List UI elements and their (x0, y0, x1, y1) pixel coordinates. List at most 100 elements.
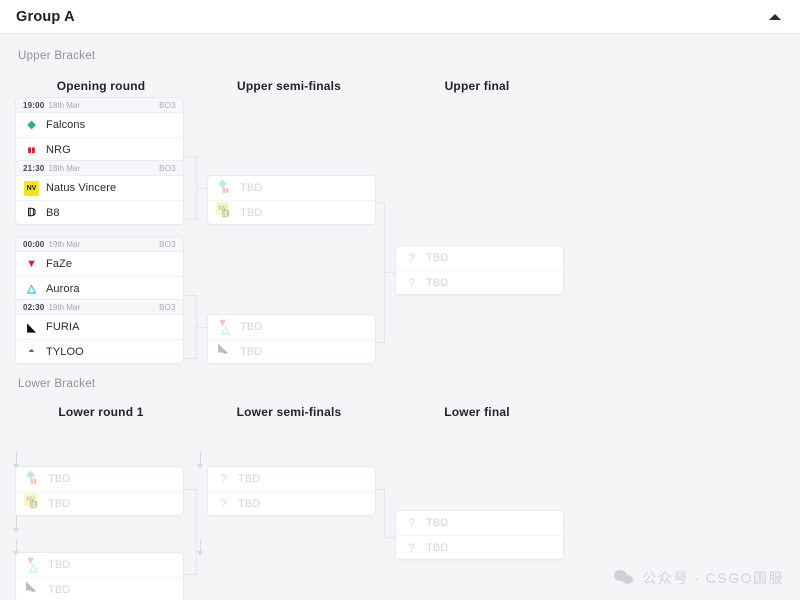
round-label-opening: Opening round (56, 79, 146, 93)
connector (384, 272, 396, 273)
team-row[interactable]: ❖ Falcons (16, 113, 183, 137)
team-name: Aurora (46, 282, 80, 295)
match-meta: 00:00 19th Mar BO3 (16, 237, 183, 252)
connector (183, 156, 197, 157)
team-row[interactable]: ? TBD (208, 467, 375, 491)
group-header: Group A (0, 0, 800, 34)
match-format: BO3 (159, 302, 176, 312)
falcons-nrg-logos: ❖ ▮▮ (24, 469, 41, 488)
match-card[interactable]: ▼ △ TBD ◣ ◓ TBD (208, 315, 375, 363)
team-name: TBD (238, 497, 261, 510)
faze-logo: ▼ (26, 258, 37, 270)
team-row[interactable]: ? TBD (208, 491, 375, 515)
team-row[interactable]: ◓ TYLOO (16, 339, 183, 363)
team-row[interactable]: ◣ ◓ TBD (208, 339, 375, 363)
wechat-icon (614, 570, 634, 586)
question-mark-icon: ? (220, 496, 227, 511)
team-name: TBD (240, 206, 263, 219)
faze-logo: ▼ (217, 317, 228, 329)
match-card[interactable]: 21:30 18th Mar BO3 NV Natus Vincere 𝔻 B8 (16, 161, 183, 224)
match-date: 19th Mar (48, 302, 81, 312)
team-row[interactable]: ❖ ▮▮ TBD (16, 467, 183, 491)
faze-aurora-logos: ▼ △ (216, 317, 233, 336)
team-row[interactable]: ◣ ◓ TBD (16, 577, 183, 600)
connector (384, 537, 396, 538)
connector (371, 489, 385, 490)
team-name: FaZe (46, 258, 73, 270)
connector (384, 489, 385, 537)
team-name: TBD (48, 473, 71, 485)
team-name: NRG (46, 143, 71, 156)
match-card[interactable]: ❖ ▮▮ TBD NV 𝔻 TBD (16, 467, 183, 515)
team-row[interactable]: ▼ △ TBD (208, 315, 375, 339)
team-name: TBD (240, 182, 263, 194)
team-name: TYLOO (46, 345, 84, 358)
match-card[interactable]: 00:00 19th Mar BO3 ▼ FaZe △ Aurora (16, 237, 183, 300)
match-meta: 21:30 18th Mar BO3 (16, 161, 183, 176)
drop-arrow-icon (12, 452, 21, 470)
b8-logo: 𝔻 (29, 500, 38, 511)
team-row[interactable]: ❖ ▮▮ TBD (208, 176, 375, 200)
navi-b8-logos: NV 𝔻 (216, 202, 233, 221)
nrg-logo: ▮▮ (222, 187, 229, 194)
navi-logo: NV (24, 493, 37, 506)
furia-logo: ◣ (218, 342, 227, 354)
collapse-button[interactable] (764, 6, 786, 28)
match-card[interactable]: 02:30 19th Mar BO3 ◣ FURIA ◓ TYLOO (16, 300, 183, 363)
match-format: BO3 (159, 163, 176, 173)
match-card[interactable]: ▼ △ TBD ◣ ◓ TBD (16, 553, 183, 600)
furia-logo: ◣ (27, 321, 36, 334)
falcons-logo: ❖ (25, 469, 36, 482)
team-row[interactable]: ? TBD (396, 270, 563, 294)
round-label-upper-final: Upper final (444, 79, 510, 93)
team-name: TBD (426, 517, 449, 529)
team-row[interactable]: NV Natus Vincere (16, 176, 183, 200)
match-time: 21:30 (23, 163, 45, 173)
faze-logo: ▼ (25, 555, 36, 567)
match-date: 18th Mar (48, 163, 81, 173)
match-card[interactable]: ? TBD ? TBD (396, 511, 563, 559)
connector (183, 358, 197, 359)
aurora-logo: △ (29, 561, 38, 574)
nrg-logo: ▮▮ (27, 146, 36, 154)
lower-bracket-label: Lower Bracket (18, 378, 96, 390)
tyloo-logo: ◓ (30, 585, 37, 598)
match-card[interactable]: ? TBD ? TBD (396, 246, 563, 294)
team-row[interactable]: ▼ FaZe (16, 252, 183, 276)
connector (371, 202, 385, 203)
b8-logo: 𝔻 (26, 207, 36, 219)
connector (196, 188, 208, 189)
match-date: 18th Mar (48, 100, 81, 110)
furia-logo: ◣ (26, 580, 35, 592)
team-row[interactable]: ? TBD (396, 511, 563, 535)
match-time: 02:30 (23, 302, 45, 312)
team-row[interactable]: ? TBD (396, 535, 563, 559)
connector (371, 342, 385, 343)
team-name: TBD (48, 559, 71, 571)
match-meta: 19:00 18th Mar BO3 (16, 98, 183, 113)
team-row[interactable]: NV 𝔻 TBD (16, 491, 183, 515)
bracket-canvas: Upper Bracket Opening round Upper semi-f… (0, 34, 800, 600)
match-date: 19th Mar (48, 239, 81, 249)
team-row[interactable]: ▼ △ TBD (16, 553, 183, 577)
team-row[interactable]: ▮▮ NRG (16, 137, 183, 161)
falcons-nrg-logos: ❖ ▮▮ (216, 179, 233, 197)
team-name: TBD (48, 583, 71, 596)
question-mark-icon: ? (408, 516, 415, 530)
team-row[interactable]: △ Aurora (16, 276, 183, 300)
team-row[interactable]: ? TBD (396, 246, 563, 270)
team-row[interactable]: ◣ FURIA (16, 315, 183, 339)
match-card[interactable]: 19:00 18th Mar BO3 ❖ Falcons ▮▮ NRG (16, 98, 183, 161)
match-card[interactable]: ? TBD ? TBD (208, 467, 375, 515)
connector (196, 489, 197, 575)
team-row[interactable]: 𝔻 B8 (16, 200, 183, 224)
faze-aurora-logos: ▼ △ (24, 555, 41, 574)
match-card[interactable]: ❖ ▮▮ TBD NV 𝔻 TBD (208, 176, 375, 224)
b8-logo: 𝔻 (221, 209, 230, 220)
round-label-lower-round1: Lower round 1 (58, 405, 144, 419)
team-name: FURIA (46, 321, 80, 333)
match-time: 19:00 (23, 100, 45, 110)
team-row[interactable]: NV 𝔻 TBD (208, 200, 375, 224)
navi-logo: NV (24, 180, 39, 196)
team-name: B8 (46, 206, 60, 219)
